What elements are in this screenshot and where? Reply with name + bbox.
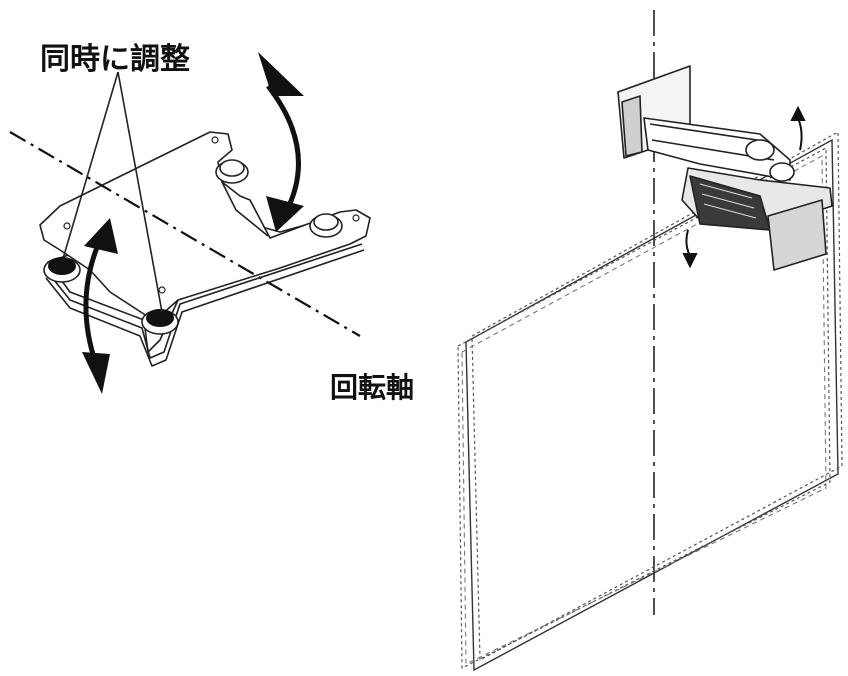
knob-left-dark	[43, 257, 81, 283]
rotation-axis-line	[9, 131, 361, 337]
tilt-arrows	[682, 105, 806, 269]
adjustment-knobs	[43, 136, 360, 335]
wall-mount-projector	[617, 65, 833, 271]
rotation-arrow-right	[258, 52, 304, 232]
adjustment-plate	[39, 131, 371, 367]
knob-center-dark	[141, 309, 179, 335]
adjust-simultaneously-label: 同時に調整	[40, 42, 190, 77]
label-pointer-lines	[61, 71, 163, 313]
knob-top	[215, 159, 249, 184]
knob-right	[309, 213, 343, 238]
rotation-axis-label: 回転軸	[330, 371, 415, 404]
rotation-arrow-left	[82, 218, 118, 394]
